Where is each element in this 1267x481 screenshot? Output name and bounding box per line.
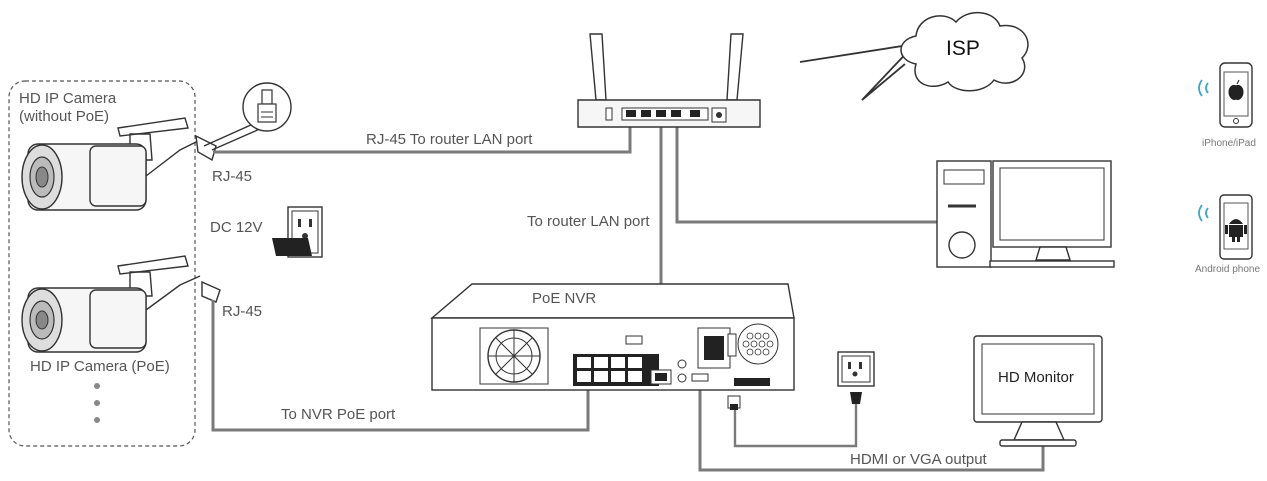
label-camera-no-poe: HD IP Camera (without PoE) <box>19 90 117 125</box>
label-to-nvr-poe: To NVR PoE port <box>281 406 396 423</box>
label-nvr: PoE NVR <box>532 290 597 307</box>
wifi-signal-icon <box>1198 204 1209 222</box>
label-dc12v: DC 12V <box>210 219 263 236</box>
label-iphone: iPhone/iPad <box>1202 138 1256 149</box>
more-dot <box>94 400 100 406</box>
label-isp: ISP <box>946 37 980 60</box>
camera-group-box <box>8 80 196 447</box>
label-hd-monitor: HD Monitor <box>998 369 1074 386</box>
android-phone-icon <box>1219 194 1253 260</box>
wall-outlet-2-icon <box>837 351 875 404</box>
more-dot <box>94 417 100 423</box>
label-router-cable: RJ-45 To router LAN port <box>366 131 533 148</box>
label-android: Android phone <box>1195 264 1261 275</box>
label-to-router-lan: To router LAN port <box>527 213 650 230</box>
wireless-router-icon <box>577 33 761 128</box>
monitor-icon <box>973 335 1103 447</box>
ip-camera-icon <box>21 117 201 211</box>
connector-detail-icon <box>242 82 292 132</box>
rj45-connector-2-icon <box>201 280 221 303</box>
poe-nvr-icon <box>430 283 795 391</box>
lightning-link-icon <box>799 42 918 101</box>
wifi-signal-icon <box>1198 79 1209 97</box>
cable-camera2-nvr <box>211 300 590 432</box>
cloud-icon <box>900 12 1029 92</box>
power-plug-icon <box>727 395 741 410</box>
label-rj45-top: RJ-45 <box>212 168 253 185</box>
desktop-pc-icon <box>936 160 1115 268</box>
more-dot <box>94 383 100 389</box>
cable-router-pc <box>675 122 940 224</box>
iphone-icon <box>1219 62 1253 128</box>
label-camera-poe: HD IP Camera (PoE) <box>30 358 170 375</box>
label-rj45-bottom: RJ-45 <box>222 303 263 320</box>
apple-logo-icon <box>1228 79 1244 100</box>
label-hdmi-vga: HDMI or VGA output <box>850 451 987 468</box>
cable-nvr-monitor <box>698 382 1045 472</box>
ip-camera-poe-icon <box>21 255 201 353</box>
android-logo-icon <box>1225 219 1247 242</box>
power-adapter-icon <box>272 238 312 256</box>
cable-nvr-power <box>733 402 858 448</box>
cable-camera1-router <box>213 122 632 154</box>
